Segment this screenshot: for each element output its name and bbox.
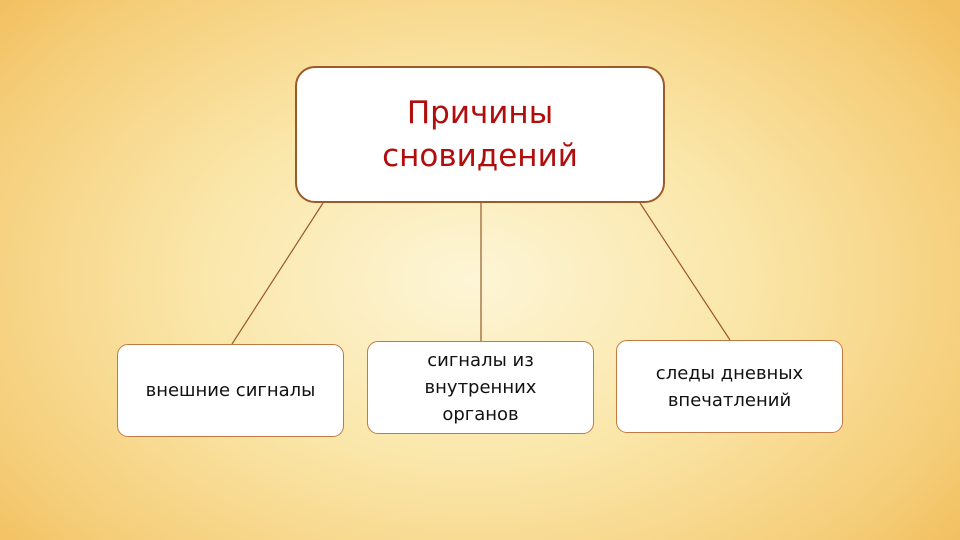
root-node: Причины сновидений bbox=[295, 66, 665, 203]
child-node-label: следы дневных впечатлений bbox=[655, 362, 804, 411]
root-node-label: Причины сновидений bbox=[382, 94, 578, 174]
child-node-external-signals: внешние сигналы bbox=[117, 344, 344, 437]
child-node-day-impressions: следы дневных впечатлений bbox=[616, 340, 843, 433]
connector-left bbox=[231, 202, 324, 345]
child-node-label: внешние сигналы bbox=[145, 380, 316, 401]
child-node-internal-organs: сигналы из внутренних органов bbox=[367, 341, 594, 434]
child-node-label: сигналы из внутренних органов bbox=[424, 350, 537, 425]
connector-right bbox=[639, 202, 731, 341]
